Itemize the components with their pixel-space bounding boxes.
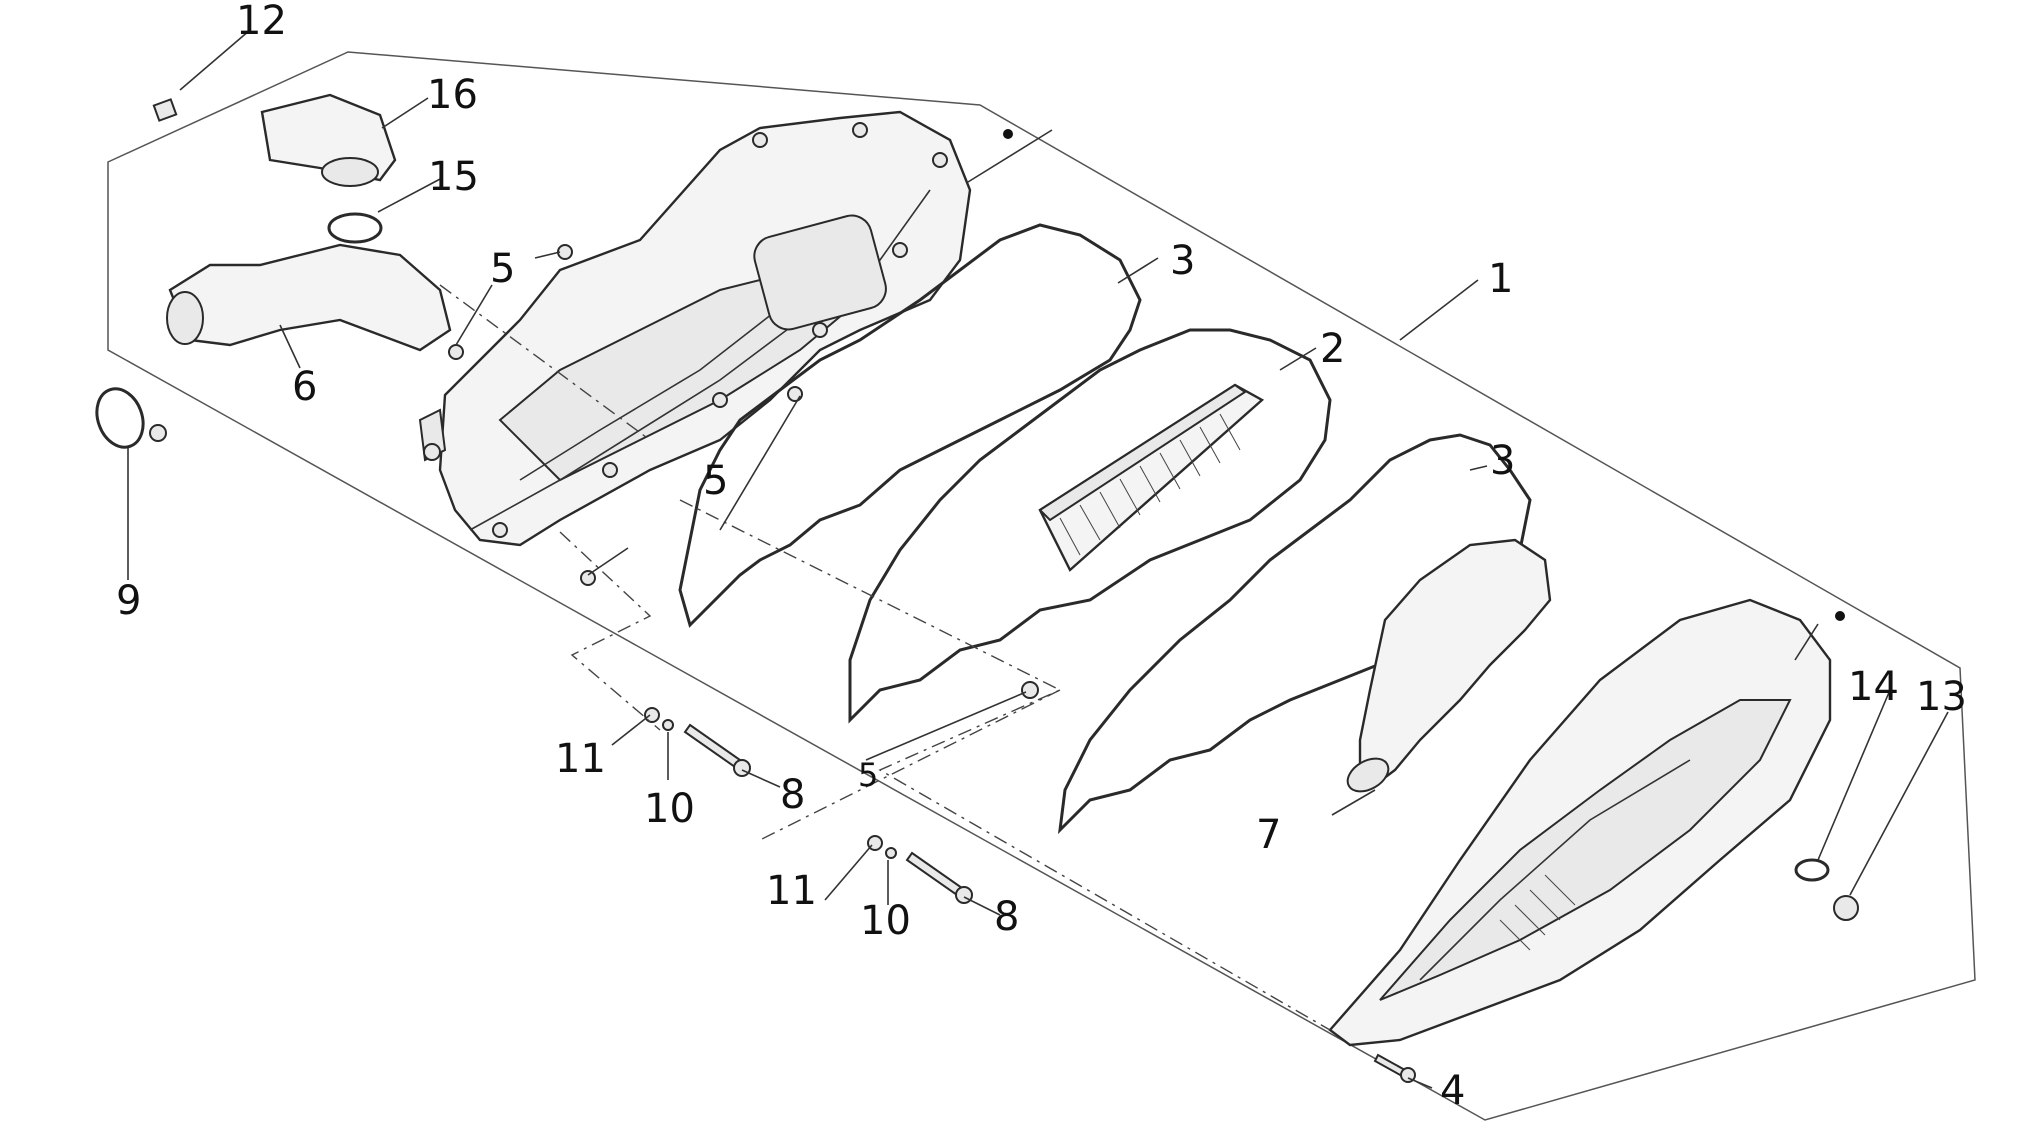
leader-lines: [127, 29, 1949, 1089]
callout-4: 4: [1440, 1068, 1465, 1114]
filter-box-base: [418, 110, 972, 547]
callout-5-middle: 5: [703, 458, 728, 504]
callout-8-upper: 8: [780, 772, 805, 818]
callout-14: 14: [1848, 664, 1899, 710]
alignment-lines: [439, 284, 1331, 1031]
callout-11-upper: 11: [555, 736, 606, 782]
callout-8-lower: 8: [994, 894, 1019, 940]
callout-10-lower: 10: [860, 898, 911, 944]
intake-duct: [1346, 538, 1552, 793]
callout-11-lower: 11: [766, 868, 817, 914]
callout-3-right: 3: [1490, 438, 1515, 484]
callout-5-bottom: 5: [858, 756, 878, 794]
callout-9: 9: [116, 578, 141, 624]
callout-5-top: 5: [490, 246, 515, 292]
gasket-left: [678, 223, 1142, 628]
callout-12: 12: [236, 0, 287, 44]
callout-2: 2: [1320, 326, 1345, 372]
callout-7: 7: [1256, 812, 1281, 858]
filter-box-cover: [1328, 598, 1832, 1047]
callout-labels: 12 16 15 5 6 9 5 3 1 2 3 14 13 7 11 10 8…: [116, 0, 1967, 1114]
filter-element: [1038, 383, 1265, 572]
callout-1: 1: [1488, 256, 1513, 302]
gasket-middle: [848, 328, 1332, 724]
callout-3-left: 3: [1170, 238, 1195, 284]
assembly-frame: [107, 51, 1976, 1121]
callout-15: 15: [428, 154, 479, 200]
gasket-right: [1057, 433, 1532, 835]
callout-16: 16: [427, 72, 478, 118]
small-parts: [95, 93, 1859, 1083]
callout-13: 13: [1916, 674, 1967, 720]
callout-6: 6: [292, 364, 317, 410]
callout-10-upper: 10: [644, 786, 695, 832]
